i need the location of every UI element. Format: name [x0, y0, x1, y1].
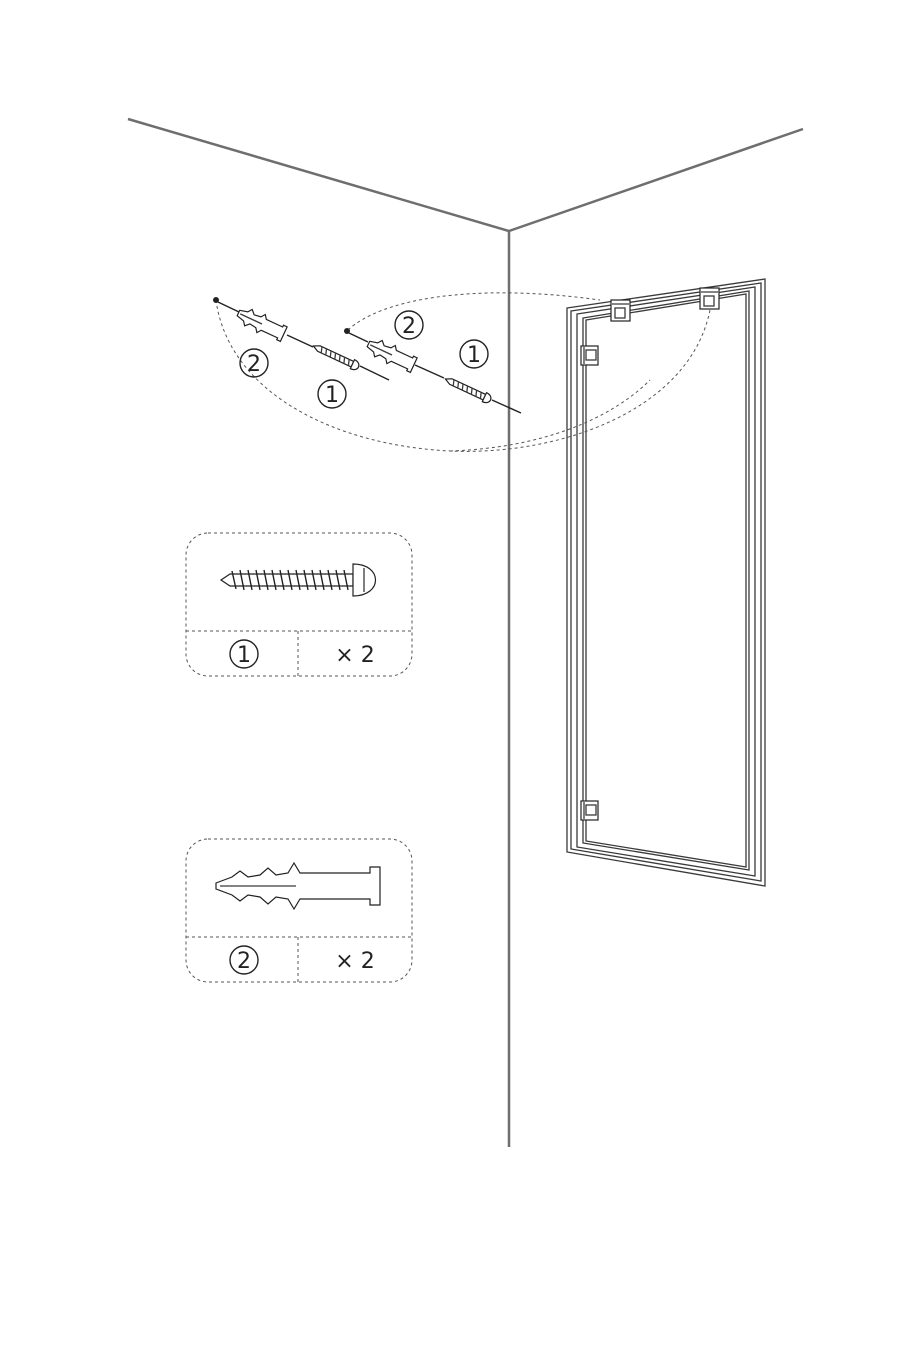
callout-right-screw-number: 1 [467, 343, 481, 368]
bracket-side-lower [581, 801, 598, 820]
left-fastener-assembly: 2 1 [213, 297, 389, 408]
part-card-screw: 1 × 2 [186, 533, 412, 676]
screw-icon [443, 374, 492, 404]
part-number-anchor: 2 [237, 949, 251, 974]
part-number-screw: 1 [237, 643, 251, 668]
detail-bubble [216, 293, 710, 452]
callout-left-screw-number: 1 [325, 383, 339, 408]
screw-icon [221, 564, 376, 596]
callout-right-screw: 1 [460, 340, 488, 368]
mirror-frame [567, 279, 765, 886]
callout-right-anchor-number: 2 [402, 314, 416, 339]
room-corner [128, 119, 803, 1147]
callout-left-screw: 1 [318, 380, 346, 408]
part-card-anchor: 2 × 2 [186, 839, 412, 982]
part-quantity-screw: × 2 [335, 643, 374, 668]
bracket-top-left [611, 300, 630, 321]
right-fastener-assembly: 2 1 [344, 311, 521, 413]
callout-right-anchor: 2 [395, 311, 423, 339]
wall-anchor-icon [234, 304, 288, 343]
bracket-side-upper [581, 346, 598, 365]
bracket-top-right [700, 288, 719, 309]
wall-anchor-icon [216, 863, 380, 909]
callout-left-anchor-number: 2 [247, 352, 261, 377]
screw-icon [311, 341, 360, 371]
wall-anchor-icon [364, 335, 418, 374]
part-quantity-anchor: × 2 [335, 949, 374, 974]
callout-left-anchor: 2 [240, 349, 268, 377]
left-ceiling-edge [128, 119, 509, 231]
right-ceiling-edge [509, 129, 803, 231]
